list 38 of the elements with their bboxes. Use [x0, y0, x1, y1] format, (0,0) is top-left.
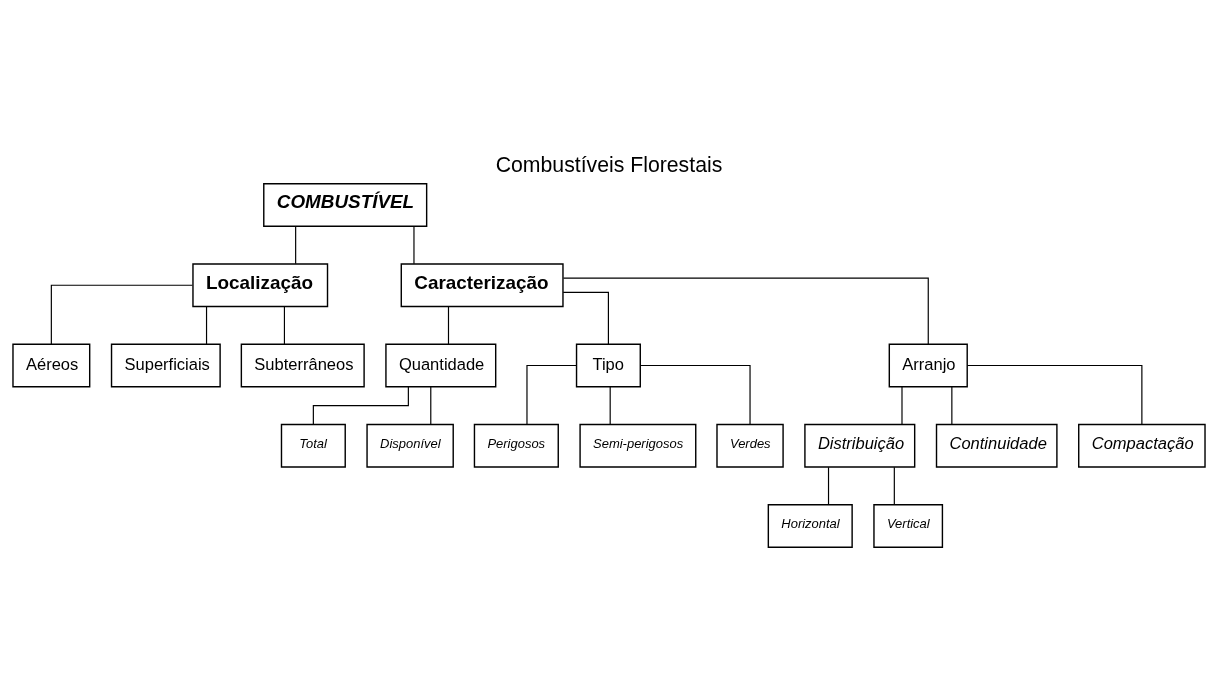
connector: [901, 386, 903, 425]
connector: [205, 306, 208, 345]
connector: [966, 364, 1143, 425]
connector: [50, 284, 193, 345]
node-box: Localização: [192, 263, 329, 308]
node-box: Subterrâneos: [240, 343, 365, 388]
connector: [609, 386, 611, 425]
node-box: Quantidade: [385, 343, 497, 388]
connector: [951, 386, 953, 425]
node-box: Caracterização: [400, 263, 564, 308]
connector: [447, 306, 450, 345]
node-box: Compactação: [1078, 423, 1206, 468]
node-box: Continuidade: [935, 423, 1058, 468]
node-box: Total: [280, 423, 346, 468]
connector: [312, 386, 409, 425]
node-box: Superficiais: [110, 343, 221, 388]
connector: [562, 291, 609, 345]
node-box: Perigosos: [473, 423, 559, 468]
connector: [283, 306, 286, 345]
node-box: Vertical: [873, 504, 944, 548]
node-box: Arranjo: [888, 343, 968, 388]
node-box: Semi-perigosos: [579, 423, 697, 468]
connector: [295, 225, 297, 265]
diagram-title: Combustíveis Florestais: [495, 153, 723, 178]
node-box: Disponível: [366, 423, 454, 468]
connector: [562, 277, 929, 345]
connector: [413, 225, 415, 265]
node-box: Distribuição: [804, 423, 916, 468]
node-box: COMBUSTÍVEL: [263, 183, 428, 227]
connector: [639, 364, 751, 425]
connector: [526, 364, 577, 425]
node-box: Verdes: [716, 423, 784, 468]
node-box: Horizontal: [767, 504, 853, 548]
node-box: Aéreos: [12, 343, 91, 388]
node-box: Tipo: [575, 343, 641, 388]
connector: [430, 386, 432, 425]
connector: [893, 466, 895, 506]
connector: [827, 466, 830, 506]
